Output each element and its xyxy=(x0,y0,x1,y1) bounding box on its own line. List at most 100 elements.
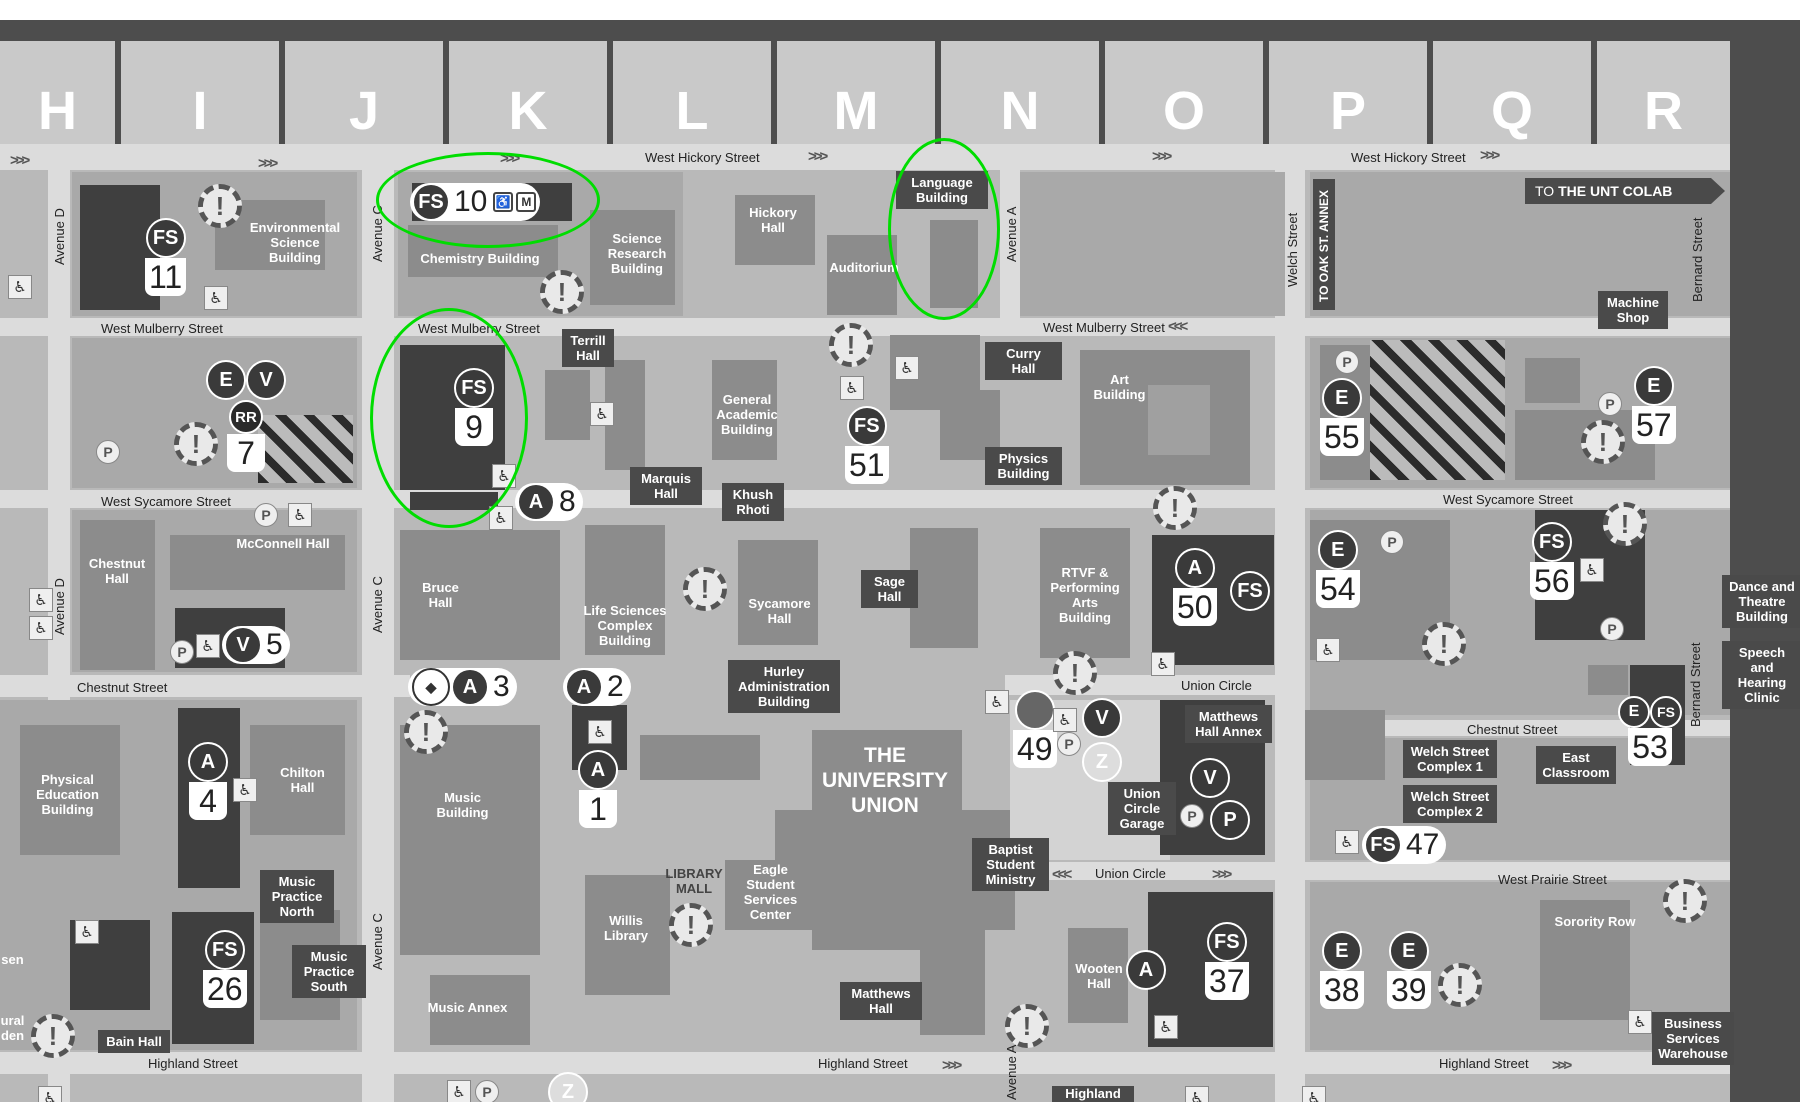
label-machine-shop[interactable]: Machine Shop xyxy=(1598,291,1668,329)
label-life-sciences[interactable]: Life Sciences Complex Building xyxy=(583,603,667,648)
marker-fs51[interactable]: FS 51 xyxy=(845,406,889,484)
accessible-icon[interactable]: ♿ xyxy=(895,356,919,380)
parking-icon[interactable]: P xyxy=(1600,617,1624,641)
label-marquis[interactable]: Marquis Hall xyxy=(630,467,702,505)
label-sen[interactable]: sen xyxy=(1,952,24,967)
accessible-icon[interactable]: ♿ xyxy=(1151,652,1175,676)
alert-icon[interactable]: ! xyxy=(829,323,873,367)
marker-49[interactable]: 49 xyxy=(1013,690,1057,768)
label-east-classroom[interactable]: East Classroom xyxy=(1536,746,1616,784)
alert-icon[interactable]: ! xyxy=(174,422,218,466)
alert-icon[interactable]: ! xyxy=(1005,1004,1049,1048)
label-union-garage[interactable]: Union Circle Garage xyxy=(1108,782,1176,835)
alert-icon[interactable]: ! xyxy=(1438,963,1482,1007)
parking-icon[interactable]: P xyxy=(1598,392,1622,416)
parking-icon[interactable]: P xyxy=(1335,350,1359,374)
accessible-icon[interactable]: ♿ xyxy=(288,503,312,527)
label-khush-rhoti[interactable]: Khush Rhoti xyxy=(722,483,784,521)
label-music-practice-north[interactable]: Music Practice North xyxy=(260,870,334,923)
marker-e55[interactable]: E 55 xyxy=(1320,378,1364,456)
label-general-academic[interactable]: General Academic Building xyxy=(716,392,778,437)
label-mcconnell[interactable]: McConnell Hall xyxy=(236,536,330,551)
label-business-services[interactable]: Business Services Warehouse xyxy=(1652,1012,1734,1065)
marker-p-garage[interactable]: P xyxy=(1210,800,1250,840)
accessible-icon[interactable]: ♿ xyxy=(1316,638,1340,662)
label-music-building[interactable]: Music Building xyxy=(436,790,489,820)
alert-icon[interactable]: ! xyxy=(669,903,713,947)
label-hurley[interactable]: Hurley Administration Building xyxy=(728,660,840,713)
accessible-icon[interactable]: ♿ xyxy=(1302,1086,1326,1102)
marker-e53[interactable]: E FS 53 xyxy=(1618,696,1682,766)
label-rtvf[interactable]: RTVF & Performing Arts Building xyxy=(1050,565,1120,625)
parking-icon[interactable]: P xyxy=(170,640,194,664)
parking-icon[interactable]: P xyxy=(1380,530,1404,554)
alert-icon[interactable]: ! xyxy=(683,567,727,611)
marker-49-z[interactable]: Z xyxy=(1082,742,1122,782)
accessible-icon[interactable]: ♿ xyxy=(1185,1086,1209,1102)
accessible-icon[interactable]: ♿ xyxy=(196,634,220,658)
alert-icon[interactable]: ! xyxy=(1053,651,1097,695)
marker-a50[interactable]: A 50 xyxy=(1173,548,1217,626)
alert-icon[interactable]: ! xyxy=(1663,879,1707,923)
label-env-science[interactable]: Environmental Science Building xyxy=(249,220,341,265)
marker-z-bottom[interactable]: Z xyxy=(548,1072,588,1102)
label-university-union[interactable]: THE UNIVERSITY UNION xyxy=(821,744,949,817)
label-physics[interactable]: Physics Building xyxy=(985,447,1062,485)
label-library-mall[interactable]: LIBRARY MALL xyxy=(665,866,723,896)
label-bain[interactable]: Bain Hall xyxy=(98,1030,170,1053)
label-highland[interactable]: Highland xyxy=(1052,1086,1134,1102)
accessible-icon[interactable]: ♿ xyxy=(985,690,1009,714)
accessible-icon[interactable]: ♿ xyxy=(204,286,228,310)
marker-a3[interactable]: ◆ A 3 xyxy=(408,668,517,706)
alert-icon[interactable]: ! xyxy=(1153,486,1197,530)
label-ural-den[interactable]: ural den xyxy=(0,1013,25,1043)
label-chilton[interactable]: Chilton Hall xyxy=(280,765,325,795)
marker-fs11[interactable]: FS 11 xyxy=(145,218,187,296)
oak-st-annex-sign[interactable]: TO OAK ST. ANNEX xyxy=(1313,179,1335,310)
label-matthews-annex[interactable]: Matthews Hall Annex xyxy=(1185,705,1272,743)
marker-e57[interactable]: E 57 xyxy=(1632,366,1676,444)
label-curry[interactable]: Curry Hall xyxy=(985,342,1062,380)
accessible-icon[interactable]: ♿ xyxy=(1335,830,1359,854)
marker-a8[interactable]: A 8 xyxy=(515,483,583,521)
label-science-research[interactable]: Science Research Building xyxy=(607,231,667,276)
accessible-icon[interactable]: ♿ xyxy=(1154,1015,1178,1039)
marker-fs26[interactable]: FS 26 xyxy=(203,930,247,1008)
label-speech[interactable]: Speech and Hearing Clinic xyxy=(1722,641,1800,709)
accessible-icon[interactable]: ♿ xyxy=(590,402,614,426)
marker-49-v[interactable]: V xyxy=(1082,698,1122,738)
label-music-annex[interactable]: Music Annex xyxy=(427,1000,508,1015)
alert-icon[interactable]: ! xyxy=(31,1014,75,1058)
label-auditorium[interactable]: Auditorium xyxy=(829,260,899,275)
parking-icon[interactable]: P xyxy=(1180,804,1204,828)
marker-fs56[interactable]: FS 56 xyxy=(1530,522,1574,600)
label-hickory-hall[interactable]: Hickory Hall xyxy=(749,205,797,235)
alert-icon[interactable]: ! xyxy=(1603,502,1647,546)
marker-v-garage[interactable]: V xyxy=(1190,758,1230,798)
label-dance[interactable]: Dance and Theatre Building xyxy=(1722,575,1800,628)
accessible-icon[interactable]: ♿ xyxy=(8,275,32,299)
alert-icon[interactable]: ! xyxy=(404,710,448,754)
label-baptist[interactable]: Baptist Student Ministry xyxy=(972,838,1049,891)
accessible-icon[interactable]: ♿ xyxy=(75,920,99,944)
accessible-icon[interactable]: ♿ xyxy=(29,588,53,612)
accessible-icon[interactable]: ♿ xyxy=(588,720,612,744)
marker-a2[interactable]: A 2 xyxy=(563,668,631,706)
alert-icon[interactable]: ! xyxy=(1422,622,1466,666)
label-sycamore[interactable]: Sycamore Hall xyxy=(748,596,811,626)
label-willis[interactable]: Willis Library xyxy=(603,913,649,943)
label-sorority[interactable]: Sorority Row xyxy=(1554,914,1636,929)
label-art[interactable]: Art Building xyxy=(1093,372,1146,402)
accessible-icon[interactable]: ♿ xyxy=(233,778,257,802)
accessible-icon[interactable]: ♿ xyxy=(1628,1010,1652,1034)
label-welch-1[interactable]: Welch Street Complex 1 xyxy=(1403,740,1497,778)
accessible-icon[interactable]: ♿ xyxy=(447,1080,471,1102)
label-music-practice-south[interactable]: Music Practice South xyxy=(292,945,366,998)
alert-icon[interactable]: ! xyxy=(1581,420,1625,464)
label-sage[interactable]: Sage Hall xyxy=(861,570,918,608)
label-wooten[interactable]: Wooten Hall xyxy=(1075,961,1123,991)
accessible-icon[interactable]: ♿ xyxy=(38,1086,62,1102)
marker-e38[interactable]: E 38 xyxy=(1320,931,1364,1009)
parking-icon[interactable]: P xyxy=(96,440,120,464)
